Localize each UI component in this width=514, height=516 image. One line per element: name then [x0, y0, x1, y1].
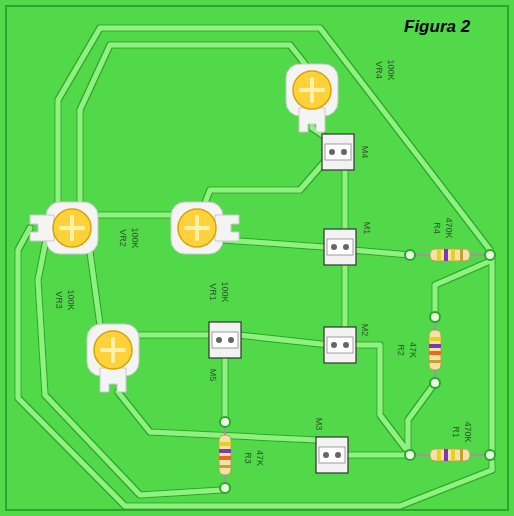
part-label: R2 — [396, 343, 405, 357]
trace — [343, 165, 348, 235]
part-label: M5 — [208, 368, 217, 383]
resistor-symbol — [405, 249, 495, 261]
part-label: M4 — [360, 145, 369, 160]
trimmer-symbol — [30, 202, 98, 254]
part-label: VR3 — [54, 290, 63, 310]
part-label: 100K — [220, 280, 229, 303]
trace — [205, 160, 326, 203]
board-outline — [6, 6, 508, 510]
trace — [58, 28, 490, 250]
part-label: 470K — [463, 420, 472, 443]
connector-symbol — [324, 327, 356, 363]
connector-symbol — [324, 229, 356, 265]
resistor-symbol — [405, 449, 495, 461]
trace — [490, 260, 495, 450]
trace — [18, 228, 492, 506]
trimmer-symbol — [171, 202, 239, 254]
part-label: 100K — [130, 226, 139, 249]
trace — [98, 213, 176, 218]
trimmer-symbol — [87, 324, 139, 392]
part-label: 47K — [255, 449, 264, 467]
connector-symbol — [316, 437, 348, 473]
trace — [354, 345, 405, 448]
part-label: R4 — [432, 221, 441, 235]
figure-title: Figura 2 — [404, 18, 470, 35]
trace — [136, 333, 212, 338]
part-label: 100K — [386, 58, 395, 81]
traces — [18, 28, 492, 506]
part-label: 47K — [408, 341, 417, 359]
trace — [435, 262, 488, 317]
connector-symbol — [209, 322, 241, 358]
trace — [408, 383, 435, 450]
part-label: R3 — [243, 451, 252, 465]
connector-symbol — [322, 134, 354, 170]
trace — [343, 260, 348, 332]
resistor-symbol — [219, 417, 231, 493]
trace — [238, 335, 330, 345]
trace — [346, 453, 410, 458]
part-label: R1 — [451, 425, 460, 439]
trace — [80, 45, 305, 202]
part-label: M1 — [362, 221, 371, 236]
part-label: 100K — [66, 288, 75, 311]
trace — [90, 252, 100, 325]
trimmer-symbol — [286, 64, 338, 132]
part-label: M2 — [360, 323, 369, 338]
trace — [38, 240, 222, 495]
part-label: VR1 — [208, 282, 217, 302]
part-label: 470K — [444, 216, 453, 239]
resistor-symbol — [429, 312, 441, 388]
part-label: VR2 — [118, 228, 127, 248]
trace — [223, 358, 228, 420]
trace — [352, 250, 410, 255]
part-label: M3 — [314, 417, 323, 432]
part-label: VR4 — [374, 60, 383, 80]
